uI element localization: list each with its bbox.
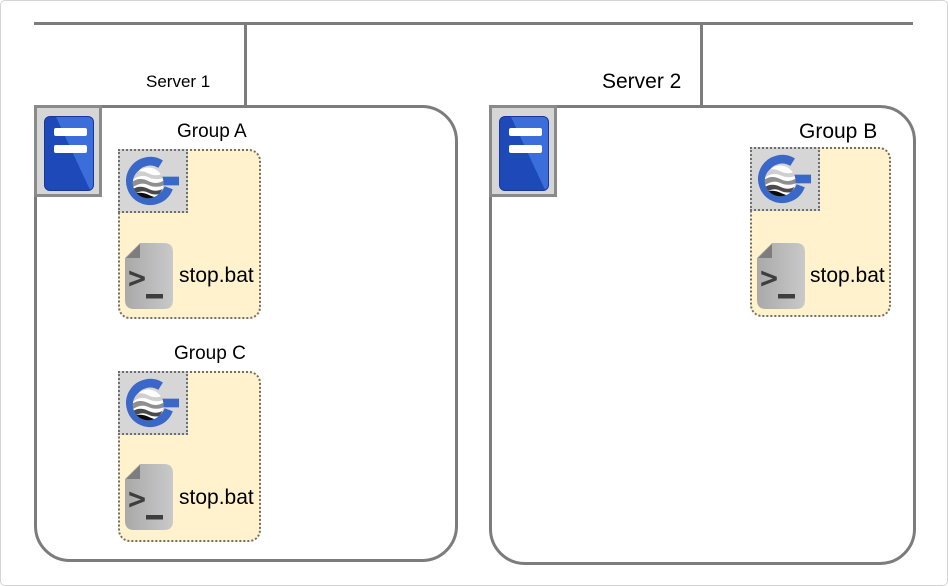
bus-line-horizontal <box>34 22 913 25</box>
bus-drop-line-server2 <box>700 22 703 107</box>
svg-text:>: > <box>128 482 146 517</box>
server-tower-icon <box>499 116 549 191</box>
svg-text:>: > <box>760 261 778 296</box>
g-wave-globe-logo-icon <box>126 156 180 206</box>
tower-slot-icon <box>54 145 87 153</box>
server2-tower-icon <box>489 105 557 197</box>
group-c-file-label: stop.bat <box>179 486 254 509</box>
batch-script-file-icon: > <box>125 243 173 309</box>
group-c-label: Group C <box>174 343 246 364</box>
group-b-file-label: stop.bat <box>810 264 885 287</box>
tower-slot-icon <box>509 145 542 153</box>
batch-script-file-icon: > <box>757 243 805 309</box>
group-b-label: Group B <box>799 120 878 143</box>
g-wave-globe-logo-icon <box>126 378 180 428</box>
server1-label: Server 1 <box>146 72 211 91</box>
group-b-app-tile <box>750 147 820 211</box>
batch-script-file-icon: > <box>125 464 173 530</box>
server-tower-icon <box>44 116 94 191</box>
group-b-box: > stop.bat <box>750 147 891 317</box>
group-c-app-tile <box>118 371 188 435</box>
g-wave-globe-logo-icon <box>758 154 812 204</box>
svg-text:>: > <box>128 261 146 296</box>
group-a-label: Group A <box>177 121 247 142</box>
group-a-box: > stop.bat <box>118 149 261 319</box>
server1-tower-icon <box>34 105 102 197</box>
bus-drop-line-server1 <box>244 22 247 107</box>
group-a-file-label: stop.bat <box>179 264 254 287</box>
group-a-app-tile <box>118 149 188 213</box>
tower-slot-icon <box>509 128 542 136</box>
server2-label: Server 2 <box>602 70 682 93</box>
tower-slot-icon <box>54 128 87 136</box>
group-c-box: > stop.bat <box>118 371 261 542</box>
